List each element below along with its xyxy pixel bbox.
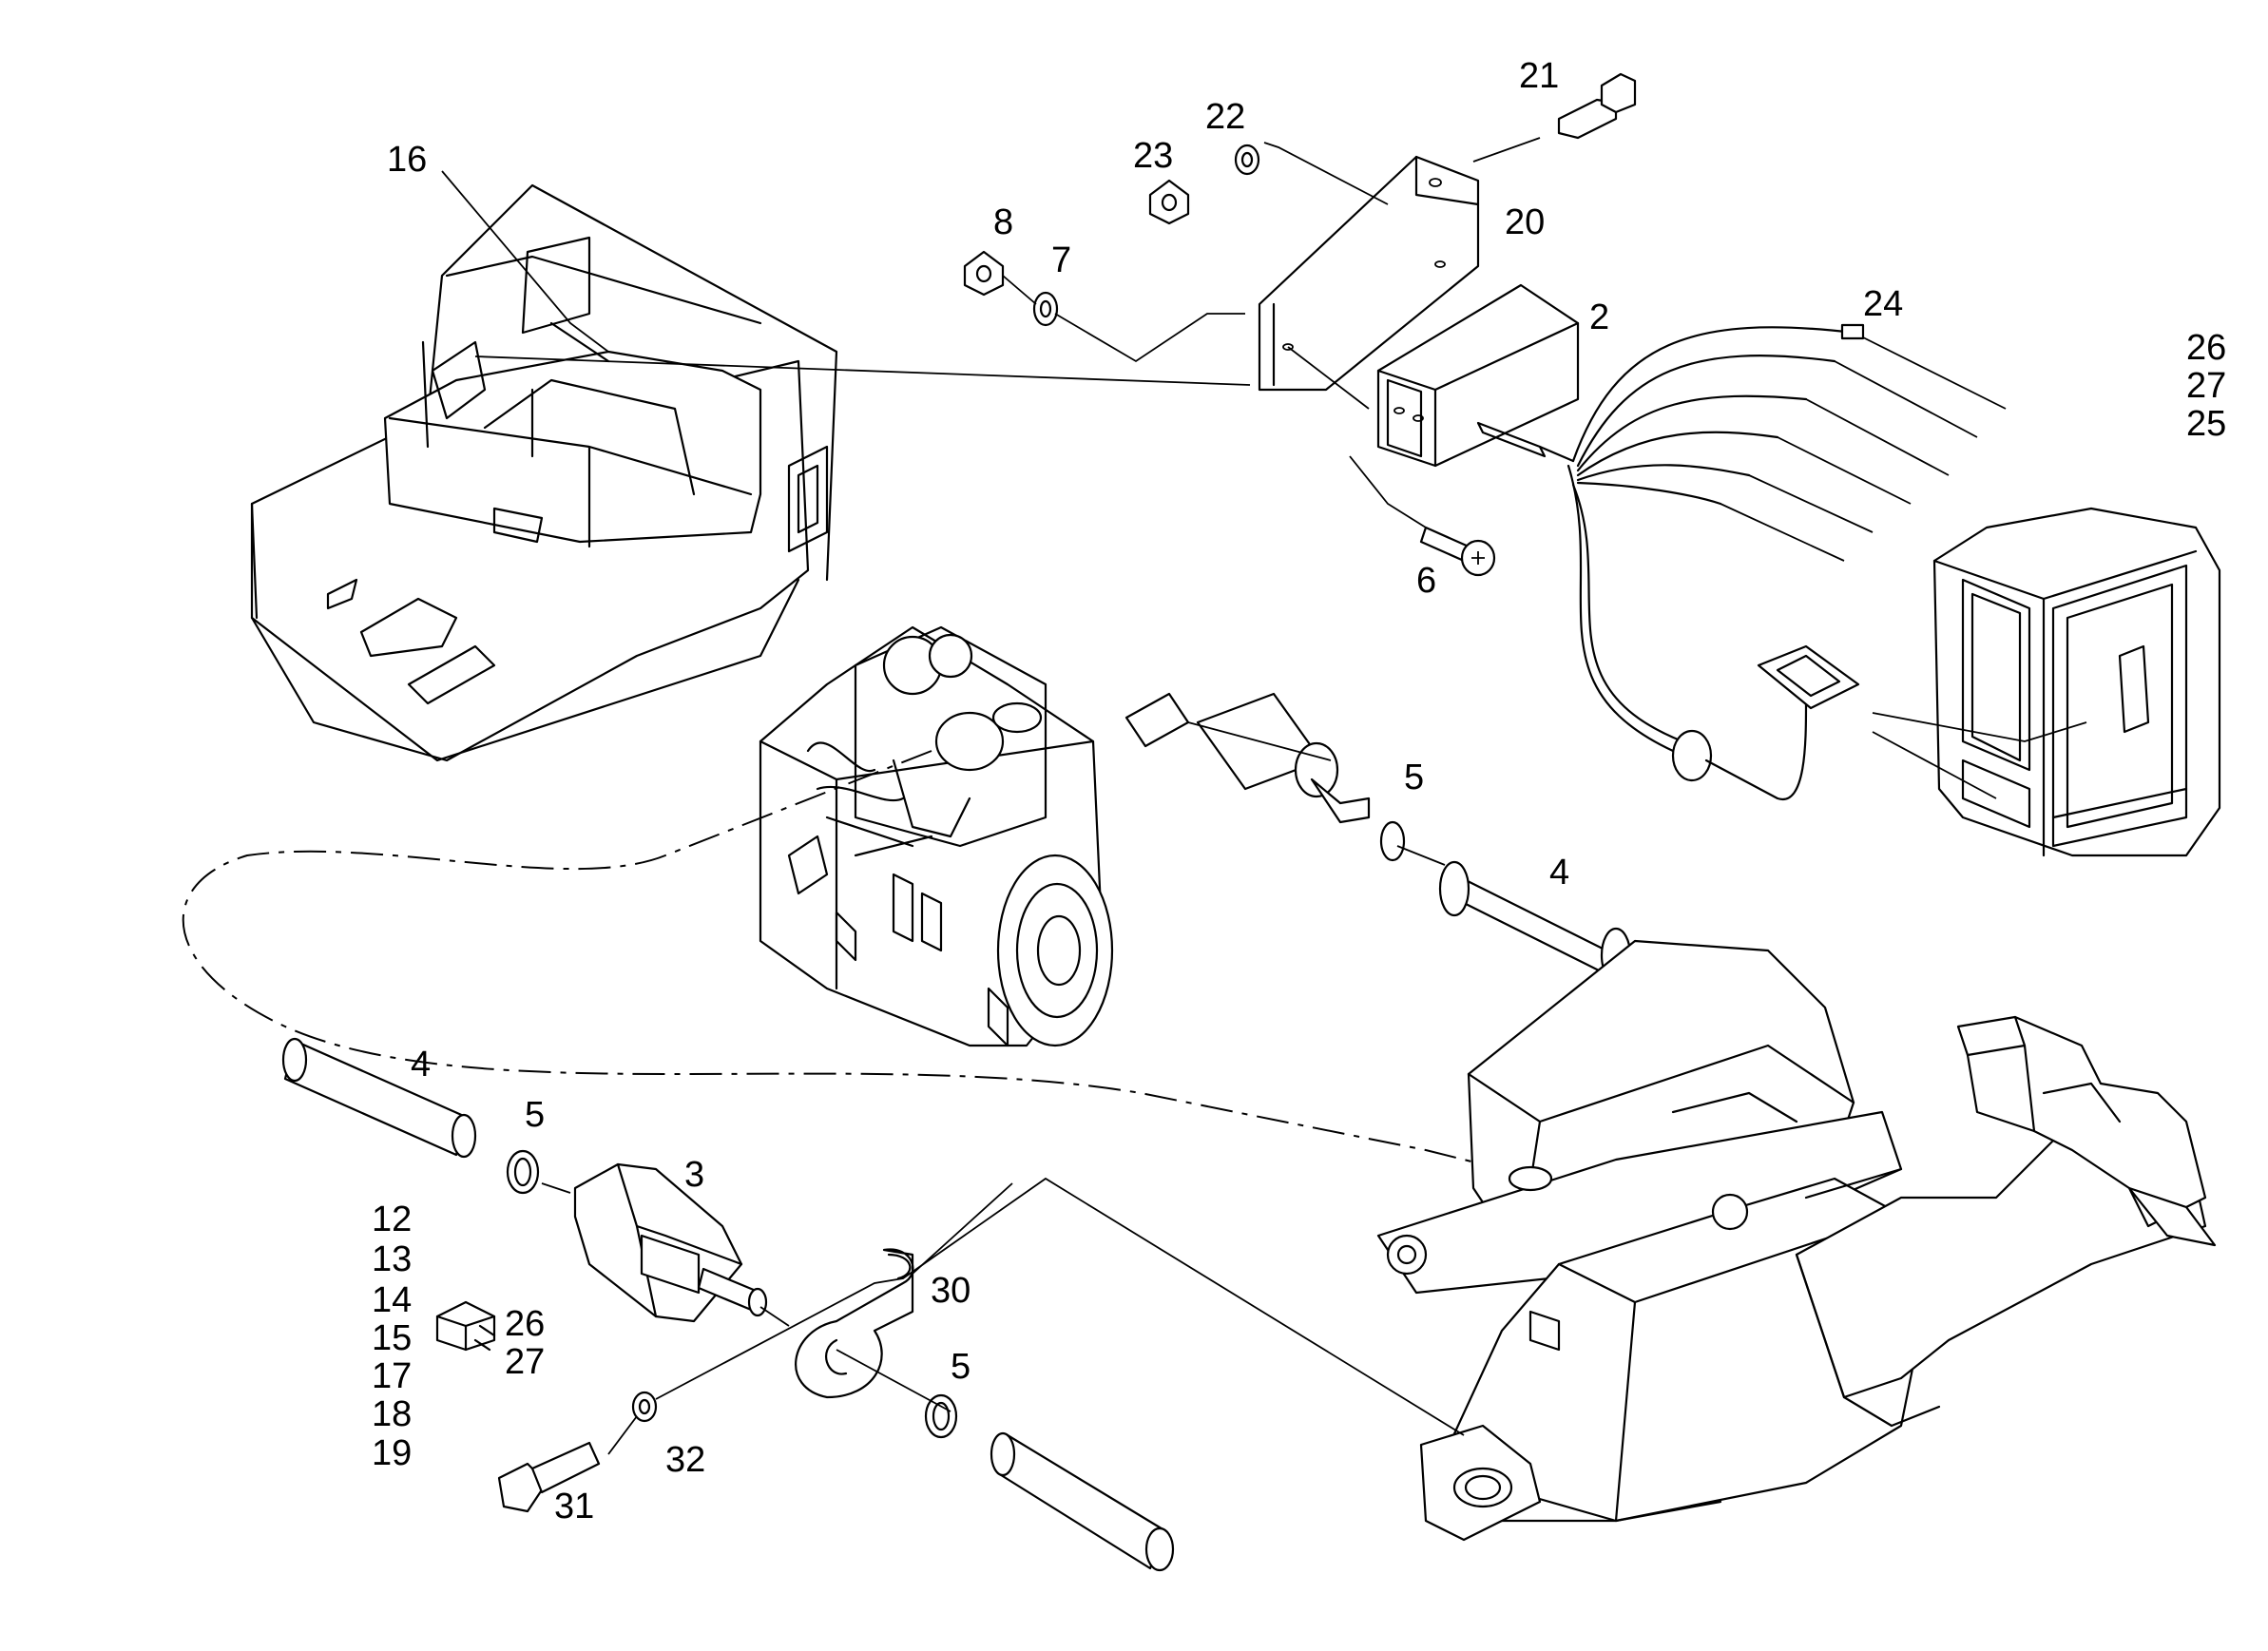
nut-8 [963,250,1005,297]
bracket-plate [1258,155,1480,392]
leader-lines [441,137,2087,1455]
callout-22: 22 [1205,97,1245,137]
callout-27-relay: 27 [505,1342,545,1382]
fuel-filter-assembly [1124,692,1632,984]
hose-clamp-lower [924,1393,958,1439]
callout-8: 8 [993,202,1013,242]
hose-clamp-left [506,1149,540,1195]
callout-labels: 16 21 22 23 20 8 7 2 24 26 27 25 6 5 4 4… [372,56,2226,1526]
engine [759,625,1114,1047]
bolt-31 [497,1441,601,1513]
callout-2: 2 [1589,298,1609,337]
callout-19: 19 [372,1433,412,1473]
callout-24: 24 [1863,284,1903,324]
callout-20: 20 [1505,202,1545,242]
lower-tube-right [990,1431,1175,1572]
pipe-clip [795,1248,914,1399]
callout-17: 17 [372,1356,412,1396]
callout-23: 23 [1133,136,1173,176]
callout-14: 14 [372,1280,412,1320]
callout-18: 18 [372,1394,412,1434]
callout-21: 21 [1519,56,1559,96]
callout-25: 25 [2186,404,2226,444]
callout-27-cab: 27 [2186,366,2226,406]
washer-32 [631,1391,658,1423]
callout-26-relay: 26 [505,1304,545,1344]
callout-12: 12 [372,1200,412,1239]
callout-5-upper: 5 [1404,758,1424,797]
bolt-21 [1557,72,1637,140]
nut-23 [1148,179,1190,225]
lower-tube-left [281,1037,477,1159]
sensor-unit [573,1162,768,1323]
callout-5-lower: 5 [951,1347,971,1387]
machine-frame [1376,939,2217,1542]
callout-4-upper: 4 [1549,853,1569,893]
cab [1932,507,2221,857]
callout-4-lower: 4 [411,1045,431,1085]
callout-3: 3 [684,1155,704,1195]
callout-30: 30 [931,1271,971,1311]
washer-22 [1234,144,1260,176]
callout-26-cab: 26 [2186,328,2226,368]
callout-16: 16 [387,140,427,180]
engine-hood [250,183,838,762]
callout-32: 32 [665,1440,705,1480]
callout-15: 15 [372,1318,412,1358]
callout-6: 6 [1416,561,1436,601]
callout-7: 7 [1051,240,1071,280]
callout-5-left: 5 [525,1095,545,1135]
wiring-harness [1538,323,2007,800]
relay [435,1300,496,1352]
callout-13: 13 [372,1239,412,1279]
screw-6 [1419,526,1496,577]
control-unit [1376,283,1580,468]
washer-7 [1032,291,1059,327]
callout-31: 31 [554,1487,594,1526]
